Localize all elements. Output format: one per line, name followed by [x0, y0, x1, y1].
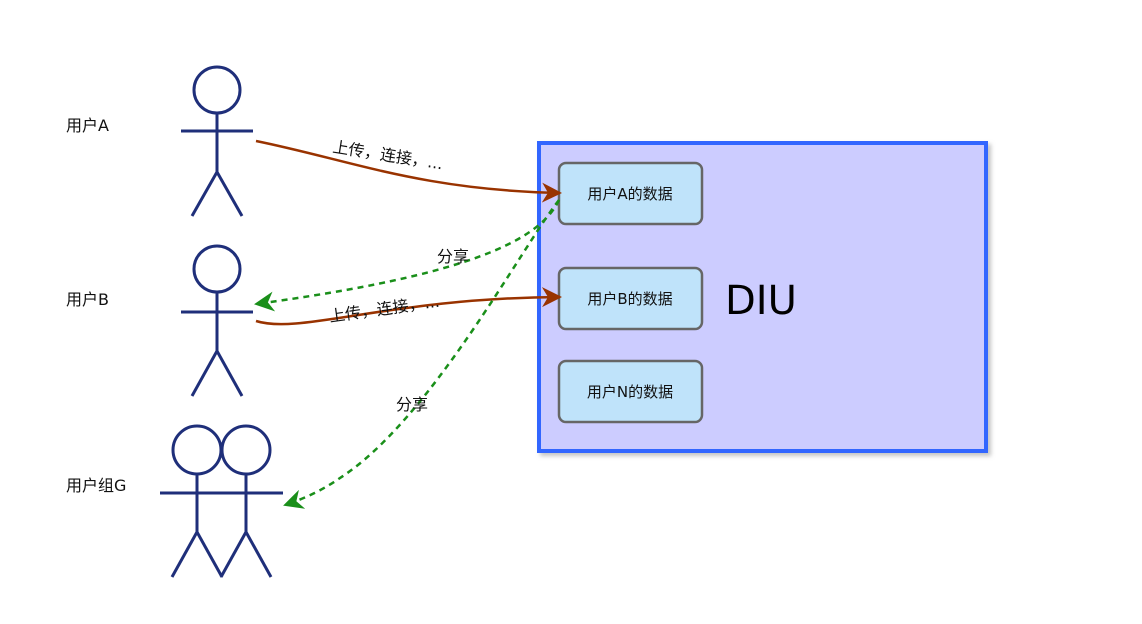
user-a-head — [192, 65, 242, 115]
user-g-left-leg-2 — [219, 531, 248, 578]
upload-arrow-a — [255, 139, 562, 203]
user-g-head-2 — [220, 424, 272, 476]
data-box-n: 用户N的数据 — [557, 359, 704, 424]
upload-label-b: 上传，连接，... — [328, 292, 441, 326]
user-b-head — [192, 244, 242, 294]
share-label-b: 分享 — [437, 247, 469, 266]
diu-label: DIU — [725, 278, 797, 324]
user-b-actor — [181, 244, 253, 397]
data-box-n-rect — [557, 359, 704, 424]
data-box-a-label: 用户A的数据 — [587, 185, 672, 203]
user-a-left-leg — [190, 171, 219, 217]
user-a-label: 用户A — [66, 116, 109, 135]
user-a-right-leg — [215, 171, 244, 217]
user-g-right-leg-2 — [244, 531, 273, 578]
upload-label-a: 上传，连接，... — [331, 137, 444, 173]
data-box-b: 用户B的数据 — [557, 266, 704, 331]
user-g-left-leg-1 — [170, 531, 199, 578]
share-arrow-g — [283, 199, 560, 509]
user-a-actor — [181, 65, 253, 217]
user-g-right-leg-1 — [195, 531, 224, 578]
data-box-b-label: 用户B的数据 — [587, 290, 672, 308]
user-group-g-label: 用户组G — [66, 476, 126, 495]
user-b-right-leg — [215, 350, 244, 397]
user-group-g-actor — [160, 424, 283, 578]
data-box-n-label: 用户N的数据 — [587, 383, 673, 401]
data-box-a: 用户A的数据 — [557, 161, 704, 226]
user-g-head-1 — [171, 424, 223, 476]
upload-arrow-b — [255, 287, 562, 326]
user-b-label: 用户B — [66, 290, 109, 309]
share-label-g: 分享 — [396, 395, 428, 414]
user-b-left-leg — [190, 350, 219, 397]
share-arrow-b — [254, 199, 561, 312]
